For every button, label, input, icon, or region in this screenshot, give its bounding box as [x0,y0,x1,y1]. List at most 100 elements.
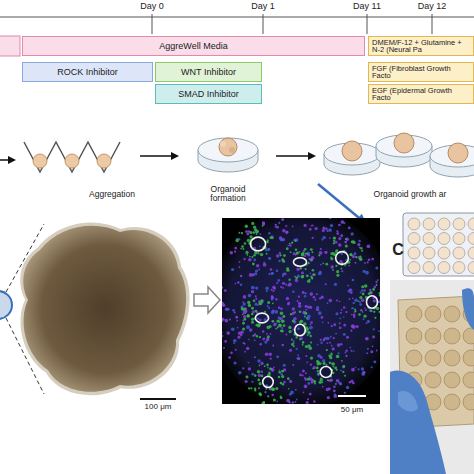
plate-well [423,218,435,230]
marker-dot [288,326,291,329]
band-label: DMEM/F-12 + Glutamine + N-2 (Neural Pa [372,39,470,54]
marker-dot [301,252,304,255]
marker-dot [281,375,284,378]
nucleus-dot [285,231,288,234]
nucleus-dot [242,367,244,369]
nucleus-dot [281,327,283,329]
marker-dot [287,377,290,380]
nucleus-dot [222,331,223,334]
marker-dot [241,245,244,248]
marker-dot [309,346,313,350]
marker-dot [336,355,340,359]
nucleus-dot [259,319,262,322]
nucleus-dot [275,298,277,300]
nucleus-dot [288,401,290,403]
nucleus-dot [297,357,301,361]
plate-well [406,328,422,344]
nucleus-dot [378,330,380,332]
day-label: Day 12 [418,2,447,12]
nucleus-dot [273,287,276,290]
marker-dot [350,254,352,256]
nucleus-dot [229,318,231,320]
marker-dot [267,239,269,241]
marker-dot [341,360,343,362]
flow-arrow [318,184,364,222]
nucleus-dot [299,374,302,377]
nucleus-dot [319,251,323,255]
nucleus-dot [240,333,243,336]
marker-dot [335,383,337,385]
nucleus-dot [335,333,337,335]
nucleus-dot [344,241,347,244]
plate-well [425,350,441,366]
nucleus-dot [286,399,290,403]
nucleus-dot [352,302,354,304]
marker-dot [296,251,299,254]
nucleus-dot [234,251,236,253]
nucleus-dot [350,330,352,332]
nucleus-dot [336,379,340,383]
nucleus-dot [259,233,261,235]
nucleus-dot [263,263,267,267]
plate-well [444,372,460,388]
nucleus-dot [320,342,322,344]
flow-arrow [0,159,14,161]
marker-dot [352,241,355,244]
well-plate [403,213,474,276]
nucleus-dot [275,226,277,228]
marker-dot [278,371,281,374]
nucleus-dot [354,298,358,302]
marker-dot [282,315,285,318]
plate-well [408,262,420,274]
nucleus-dot [248,367,251,370]
nucleus-dot [376,350,378,352]
nucleus-dot [285,284,287,286]
marker-dot [363,315,366,318]
marker-dot [273,398,276,401]
nucleus-dot [306,361,308,363]
nucleus-dot [355,367,357,369]
nucleus-dot [295,389,297,391]
nucleus-dot [345,237,349,241]
nucleus-dot [255,295,257,297]
marker-dot [362,311,364,313]
nucleus-dot [360,291,362,293]
timeline-band: EGF (Epidermal Growth Facto [368,84,474,104]
marker-dot [235,239,239,243]
marker-dot [278,324,282,328]
nucleus-dot [322,359,325,362]
nucleus-dot [309,306,312,309]
marker-dot [305,268,307,270]
nucleus-dot [380,289,381,291]
nucleus-dot [310,272,312,274]
nucleus-dot [367,261,369,263]
marker-dot [332,269,334,271]
nucleus-dot [330,224,333,227]
marker-dot [300,267,302,269]
marker-dot [376,284,378,286]
nucleus-dot [242,342,244,344]
nucleus-dot [318,311,322,315]
plate-well [463,394,474,410]
plate-well [425,328,441,344]
marker-dot [368,293,370,295]
nucleus-dot [322,227,325,230]
nucleus-dot [379,310,380,312]
day-tick [152,14,153,34]
nucleus-dot [260,362,263,365]
marker-dot [256,233,258,235]
marker-dot [288,330,291,333]
nucleus-dot [313,400,315,402]
brightfield-organoid [23,226,186,392]
nucleus-dot [286,297,289,300]
nucleus-dot [298,296,300,298]
marker-dot [344,375,346,377]
rosette-ring [293,258,306,266]
marker-dot [278,321,280,323]
petri-dish-rim [198,138,258,162]
marker-dot [281,320,285,324]
nucleus-dot [222,302,224,306]
nucleus-dot [342,366,345,369]
day-tick [367,14,368,34]
marker-dot [313,273,316,276]
